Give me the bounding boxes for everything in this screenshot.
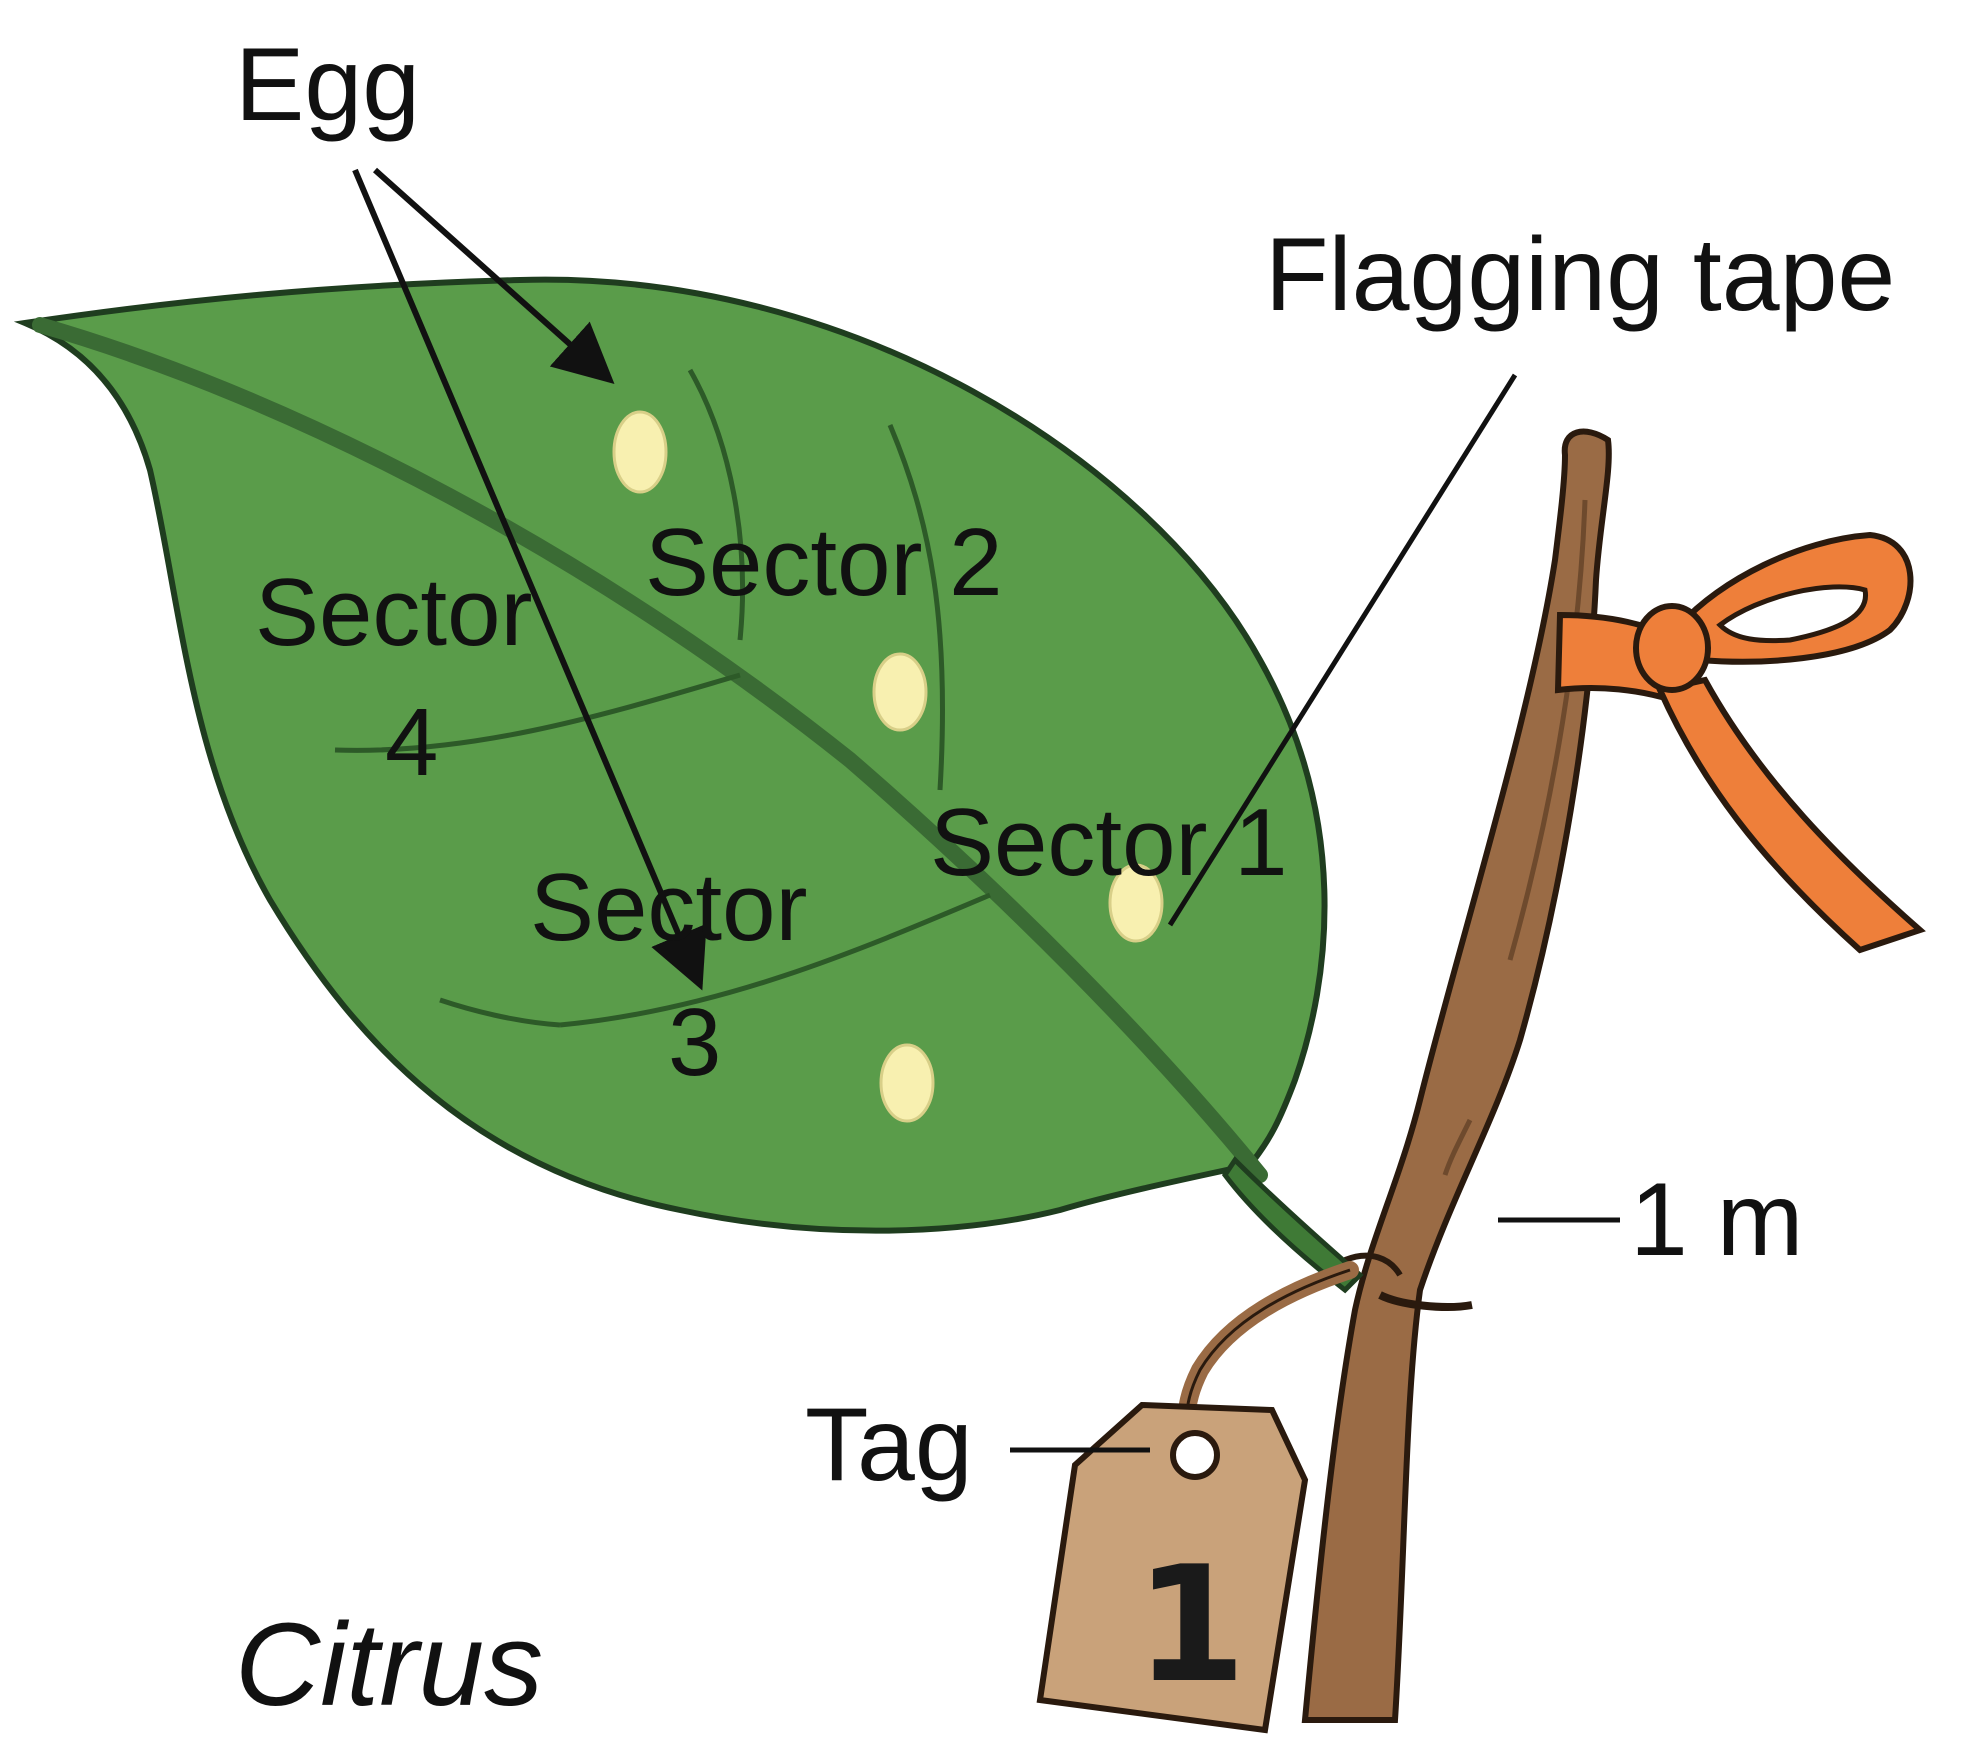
sector-3-label-line1: Sector [530,854,807,961]
leaf-vein [887,424,946,791]
tape-knot [1633,603,1711,693]
eggs [612,410,1164,1123]
leaf-midrib [32,317,1268,1183]
sector-4-label-line2: 4 [385,689,438,796]
egg-arrow-upper [373,167,615,384]
tag-number: 1 [1135,1531,1246,1718]
labels: Egg Flagging tape Sector 2 Sector 4 Sect… [235,27,1895,1731]
sector-4-label-line1: Sector [255,559,532,666]
flagging-tape-leader [1167,373,1518,927]
tag-assembly: 1 [1036,1261,1473,1734]
leaf-blade [13,276,1328,1234]
species-label: Citrus [235,1599,543,1731]
leaf-petiole [1221,1156,1364,1294]
leaf-vein [687,368,746,641]
tag-label: Tag [805,1387,973,1503]
sector-3-label-line2: 3 [668,989,721,1096]
tape-loop-hole [1716,584,1868,644]
leaf-vein [439,997,561,1028]
tag-eyelet [1170,1430,1220,1480]
egg-label: Egg [235,27,420,143]
flagging-tape [1554,531,1926,954]
egg-dot [879,1043,935,1123]
sector-2-label: Sector 2 [645,509,1003,616]
leaf-vein [334,672,741,753]
leader-lines [352,167,1620,1453]
tape-tail [1655,676,1926,954]
height-label: 1 m [1630,1162,1803,1278]
egg-dot [612,410,668,494]
tag-card [1036,1401,1309,1734]
leaf-vein [559,892,991,1028]
twig-binding [1378,1291,1473,1311]
egg-arrow-lower [352,168,707,991]
flagging-tape-label: Flagging tape [1265,217,1895,333]
sector-1-label: Sector 1 [930,789,1288,896]
twig-grain [1442,1118,1473,1176]
twig-grain [1507,499,1588,961]
egg-dot [1108,863,1164,943]
branch-node [1343,1252,1403,1277]
leaf [13,276,1364,1294]
egg-dot [872,652,928,732]
